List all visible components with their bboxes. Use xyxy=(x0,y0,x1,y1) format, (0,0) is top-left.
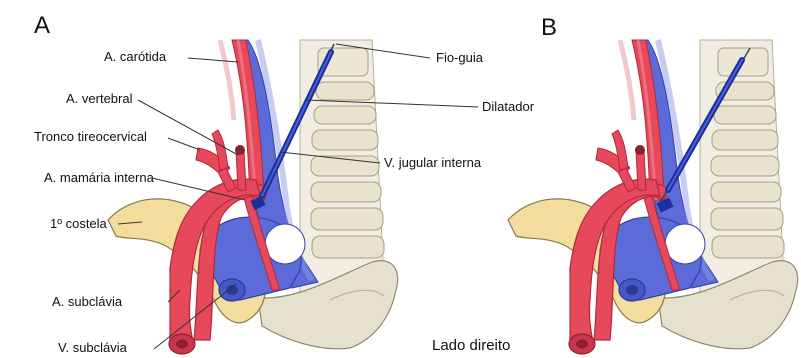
leader-carotid xyxy=(188,58,238,62)
label-subclavian-artery: A. subclávia xyxy=(52,295,122,309)
label-first-rib: 1º costela xyxy=(50,217,107,231)
label-guidewire: Fio-guia xyxy=(436,51,483,65)
label-thyrocervical-trunk: Tronco tireocervical xyxy=(34,130,147,144)
label-internal-mammary: A. mamária interna xyxy=(44,171,154,185)
label-dilator: Dilatador xyxy=(482,100,534,114)
panel-b-art xyxy=(508,40,798,354)
leader-vertebral xyxy=(138,100,238,155)
panel-label-a: A xyxy=(34,14,50,38)
leader-thyrocervical xyxy=(168,138,200,150)
label-side: Lado direito xyxy=(432,339,510,353)
panel-a-art xyxy=(108,40,398,354)
label-subclavian-vein: V. subclávia xyxy=(58,341,127,355)
label-vertebral-artery: A. vertebral xyxy=(66,92,132,106)
label-internal-jugular: V. jugular interna xyxy=(384,156,481,170)
label-carotid-artery: A. carótida xyxy=(104,50,166,64)
panel-label-b: B xyxy=(541,16,557,40)
